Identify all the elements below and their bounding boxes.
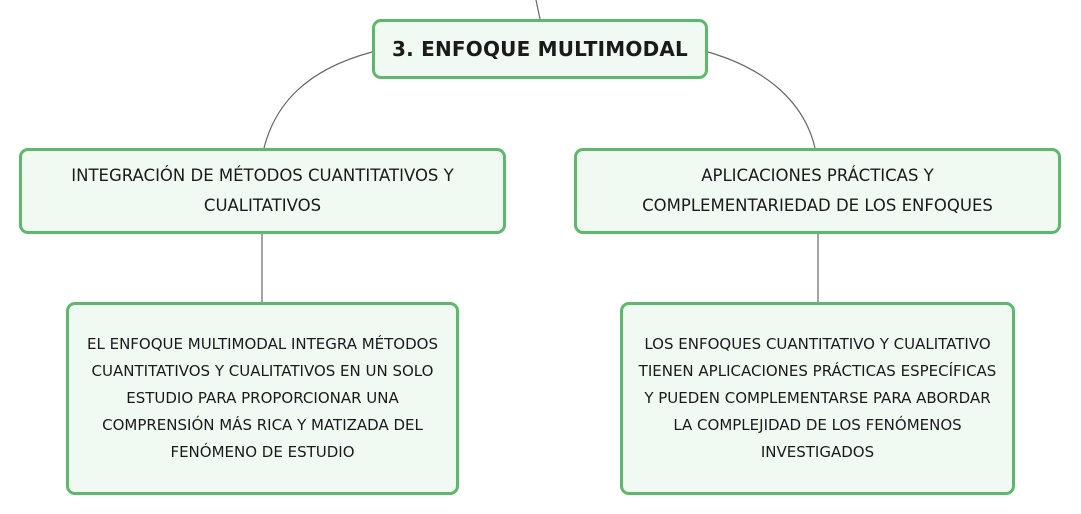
branch-node-aplicaciones[interactable]: APLICACIONES PRÁCTICAS Y COMPLEMENTARIED… <box>574 148 1061 234</box>
connector-root-to-branch-1 <box>263 51 373 149</box>
detail-text-aplicaciones: LOS ENFOQUES CUANTITATIVO Y CUALITATIVO … <box>638 335 997 461</box>
branch-node-integracion[interactable]: INTEGRACIÓN DE MÉTODOS CUANTITATIVOS Y C… <box>19 148 506 234</box>
detail-node-integracion[interactable]: EL ENFOQUE MULTIMODAL INTEGRA MÉTODOS CU… <box>66 302 459 495</box>
branch-label-aplicaciones: APLICACIONES PRÁCTICAS Y COMPLEMENTARIED… <box>642 166 993 215</box>
root-topic-label: 3. ENFOQUE MULTIMODAL <box>392 37 688 61</box>
connector-root-to-branch-2 <box>707 51 816 149</box>
parent-connector <box>535 0 541 20</box>
detail-text-integracion: EL ENFOQUE MULTIMODAL INTEGRA MÉTODOS CU… <box>86 335 438 461</box>
branch-label-integracion: INTEGRACIÓN DE MÉTODOS CUANTITATIVOS Y C… <box>71 166 454 215</box>
root-topic-node[interactable]: 3. ENFOQUE MULTIMODAL <box>372 19 708 79</box>
detail-node-aplicaciones[interactable]: LOS ENFOQUES CUANTITATIVO Y CUALITATIVO … <box>620 302 1015 495</box>
